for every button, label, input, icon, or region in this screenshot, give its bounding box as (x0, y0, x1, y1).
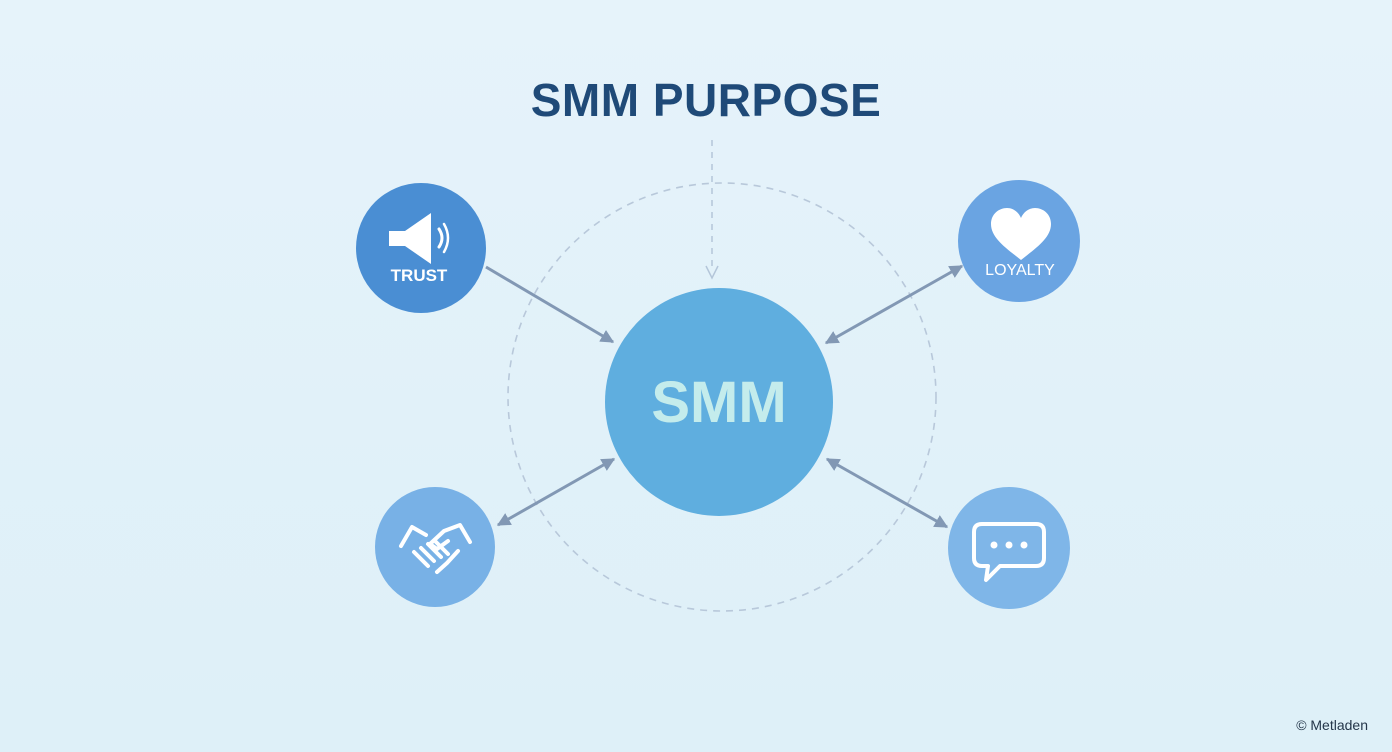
hub-node: SMM (605, 288, 833, 516)
credit-text: © Metladen (1296, 717, 1368, 733)
megaphone-icon (389, 213, 450, 264)
hub-label: SMM (651, 370, 786, 435)
node-partnership (375, 487, 495, 607)
arrow-communication-hub (825, 457, 949, 529)
arrow-loyalty-hub (824, 264, 964, 345)
node-trust-label: TRUST (391, 266, 448, 285)
node-loyalty: LOYALTY (958, 180, 1080, 302)
hub-circle (605, 288, 833, 516)
title-connector-arrowhead (705, 265, 719, 280)
handshake-icon (399, 523, 472, 574)
node-trust: TRUST (356, 183, 486, 313)
chat-bubble-icon (972, 522, 1046, 582)
node-communication (948, 487, 1070, 609)
diagram-title: SMM PURPOSE (531, 74, 882, 126)
node-loyalty-label: LOYALTY (985, 262, 1055, 279)
heart-icon (991, 208, 1051, 260)
orbit-ring (507, 182, 937, 612)
arrow-trust-to-hub (485, 265, 615, 344)
arrow-partnership-hub (496, 457, 616, 527)
